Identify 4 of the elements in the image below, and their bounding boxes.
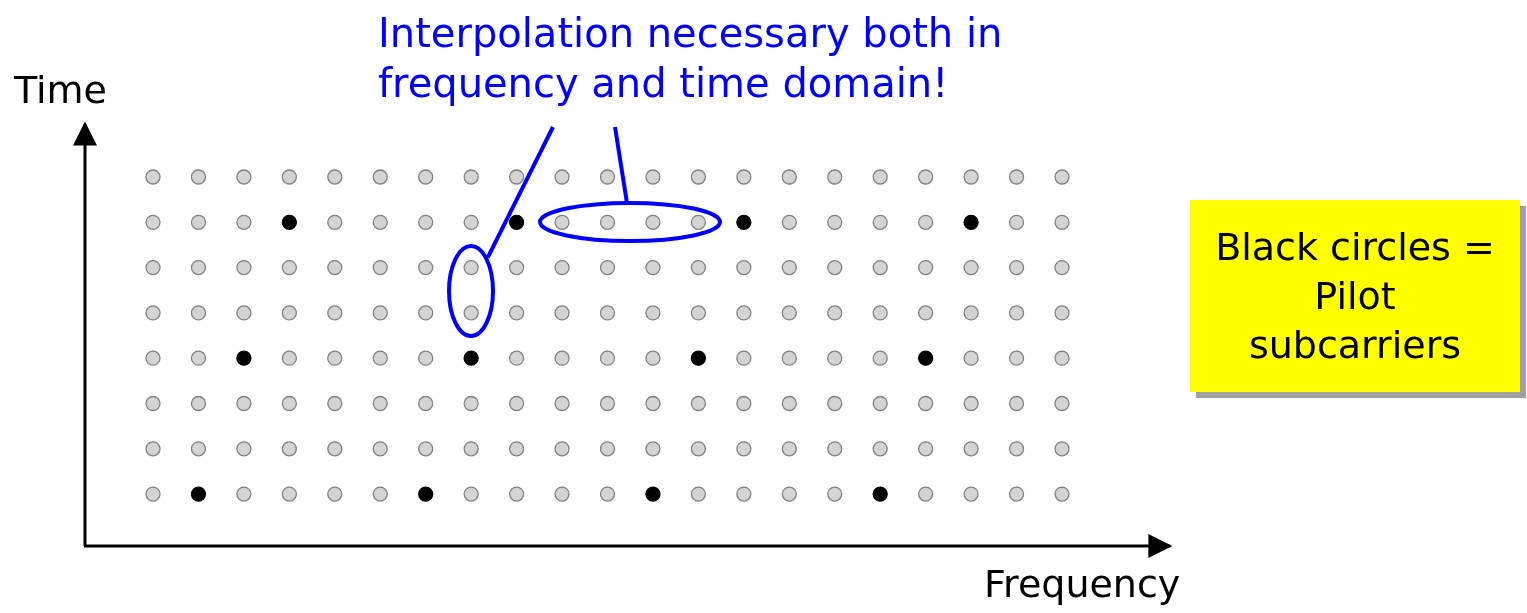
annotation-text: Interpolation necessary both in frequency and time domain!	[378, 8, 1158, 112]
axis-label: Frequency	[984, 562, 1181, 606]
leader-line	[486, 126, 555, 259]
axis-label: Time	[14, 68, 107, 112]
